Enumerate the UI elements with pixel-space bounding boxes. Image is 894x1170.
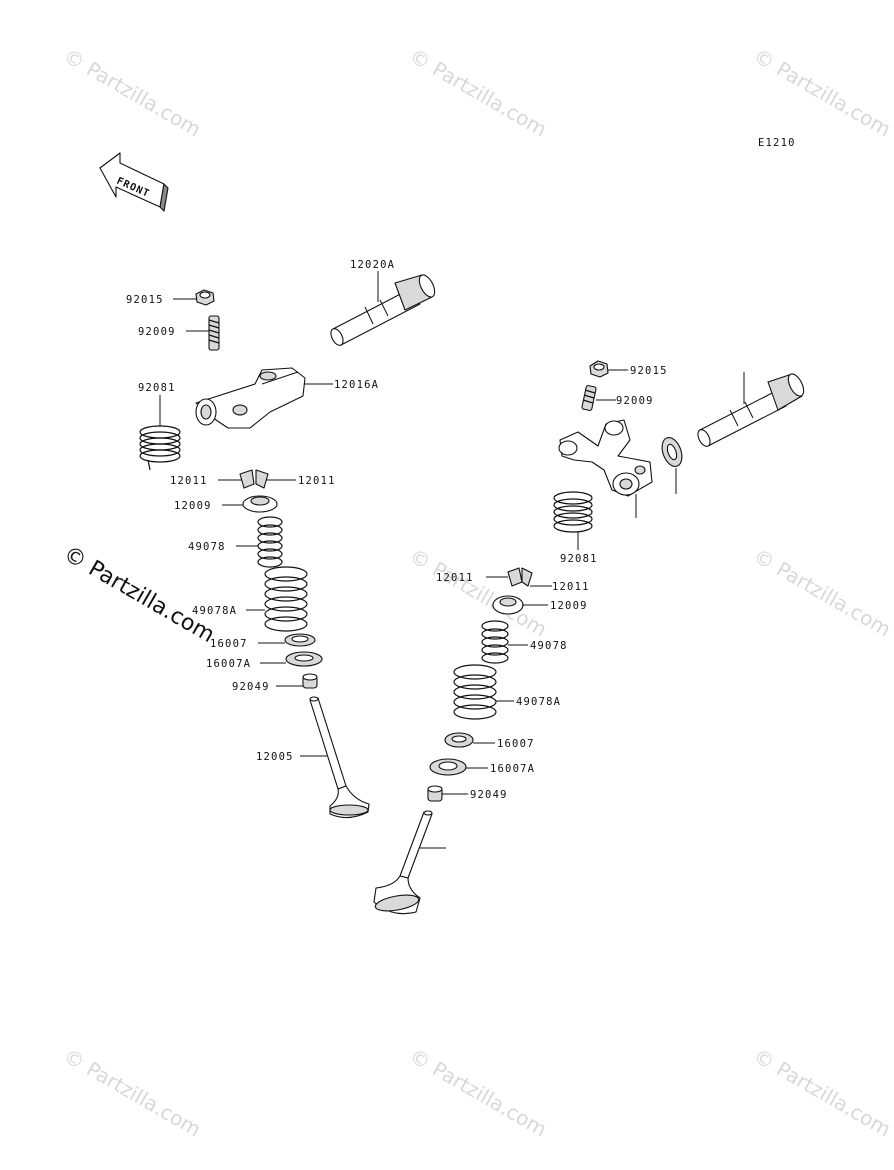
outer-spring-49078A-left[interactable] [264, 566, 308, 632]
label-92081-right: 92081 [560, 553, 598, 565]
label-92049-right: 92049 [470, 789, 508, 801]
valve-12005[interactable] [309, 696, 370, 819]
rocker-shaft-12020A[interactable] [328, 273, 437, 348]
rocker-shaft-12020[interactable] [695, 372, 806, 449]
label-16007-left: 16007 [210, 638, 248, 650]
label-16007-right: 16007 [497, 738, 535, 750]
washer-11009[interactable] [658, 435, 685, 469]
rocker-arm-12016[interactable] [558, 419, 653, 497]
spring-92081-right[interactable] [553, 491, 593, 533]
nut-92015-left[interactable] [195, 289, 215, 306]
label-92015-right: 92015 [630, 365, 668, 377]
front-arrow-icon: FRONT [99, 152, 169, 212]
label-12005: 12005 [256, 751, 294, 763]
label-12020A: 12020A [350, 259, 395, 271]
watermark: © Partzilla.com [406, 544, 552, 642]
retainer-12009-right[interactable] [492, 595, 524, 615]
label-12011-left-b: 12011 [298, 475, 336, 487]
label-92009-right: 92009 [616, 395, 654, 407]
label-16007A-left: 16007A [206, 658, 251, 670]
watermark: © Partzilla.com [750, 44, 894, 142]
seat-16007-left[interactable] [284, 633, 316, 647]
nut-92015-right[interactable] [589, 360, 609, 378]
label-92009-left: 92009 [138, 326, 176, 338]
seal-92049-left[interactable] [302, 673, 318, 689]
label-49078-left: 49078 [188, 541, 226, 553]
watermark: © Partzilla.com [750, 1044, 894, 1142]
watermarks: © Partzilla.com © Partzilla.com © Partzi… [59, 44, 894, 1142]
label-92081-left: 92081 [138, 382, 176, 394]
seat-16007-right[interactable] [444, 732, 474, 748]
label-49078-right: 49078 [530, 640, 568, 652]
watermark: © Partzilla.com [406, 1044, 552, 1142]
label-16007A-right: 16007A [490, 763, 535, 775]
label-92015-left: 92015 [126, 294, 164, 306]
cotter-12011-left[interactable] [239, 469, 269, 489]
watermark: © Partzilla.com [60, 44, 206, 142]
retainer-12009-left[interactable] [242, 495, 278, 513]
label-12009-right: 12009 [550, 600, 588, 612]
label-49078A-left: 49078A [192, 605, 237, 617]
watermark: © Partzilla.com [406, 44, 552, 142]
rocker-arm-12016A[interactable] [195, 367, 306, 429]
label-12011-left-a: 12011 [170, 475, 208, 487]
label-12016A: 12016A [334, 379, 379, 391]
watermark: © Partzilla.com [750, 544, 894, 642]
label-12009-left: 12009 [174, 500, 212, 512]
spring-92081-left[interactable] [139, 425, 181, 471]
inner-spring-49078-right[interactable] [481, 620, 509, 664]
seat-16007A-left[interactable] [285, 651, 323, 667]
label-92049-left: 92049 [232, 681, 270, 693]
screw-92009-left[interactable] [208, 315, 220, 351]
valve-12004[interactable] [373, 810, 433, 915]
inner-spring-49078-left[interactable] [257, 516, 283, 568]
cotter-12011-right[interactable] [507, 567, 533, 587]
outer-spring-49078A-right[interactable] [453, 664, 497, 720]
seal-92049-right[interactable] [427, 785, 443, 802]
seat-16007A-right[interactable] [429, 758, 467, 776]
label-12011-right-a: 12011 [436, 572, 474, 584]
watermark-prominent: © Partzilla.com [59, 542, 219, 649]
label-49078A-right: 49078A [516, 696, 561, 708]
diagram-code: E1210 [758, 137, 796, 149]
screw-92009-right[interactable] [581, 385, 597, 411]
watermark: © Partzilla.com [60, 1044, 206, 1142]
label-12011-right-b: 12011 [552, 581, 590, 593]
